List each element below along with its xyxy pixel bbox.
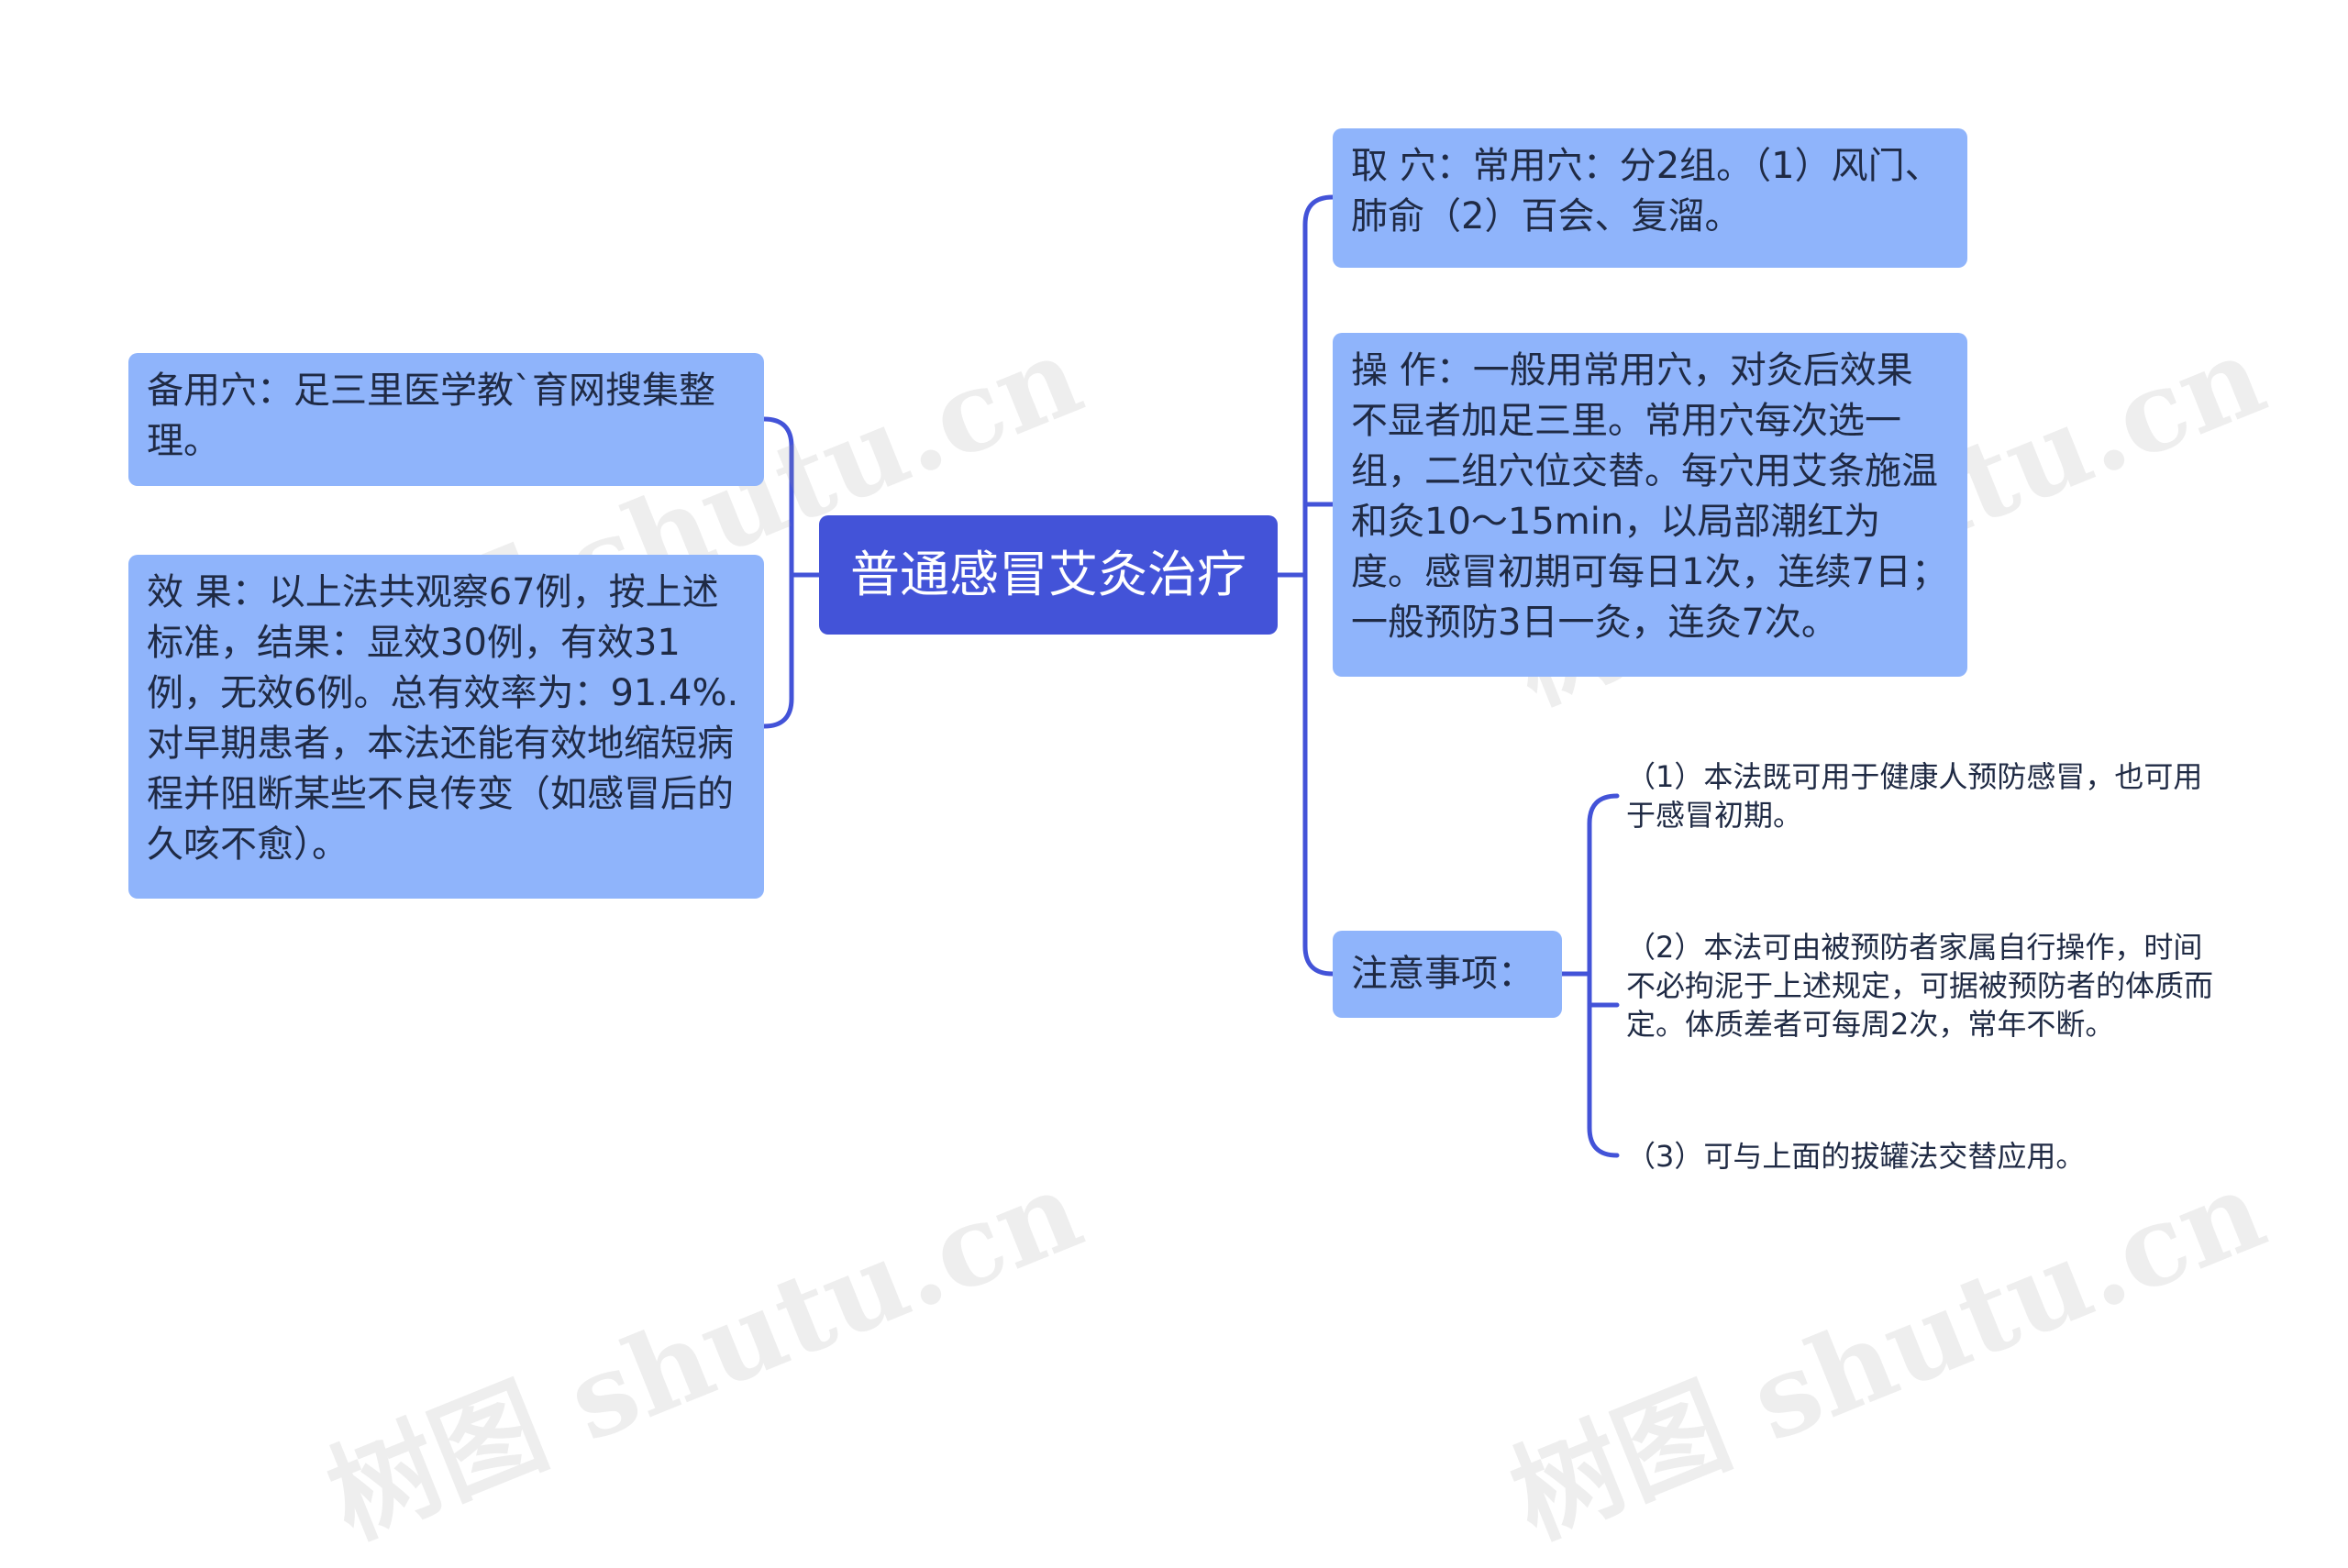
mind-map-canvas: 树图 shutu.cn 树图 shutu.cn 树图 shutu.cn 树图 s…: [128, 128, 2281, 1563]
topic-acupoints[interactable]: 取 穴：常用穴：分2组。（1）风门、肺俞（2）百会、复溜。: [1333, 128, 1967, 268]
topic-operation[interactable]: 操 作：一般用常用穴，对灸后效果不显者加足三里。常用穴每次选一组，二组穴位交替。…: [1333, 333, 1967, 677]
note-item-1[interactable]: （1）本法既可用于健康人预防感冒，也可用于感冒初期。: [1626, 759, 2203, 833]
topic-backup-points[interactable]: 备用穴：足三里医学教`育网搜集整理。: [128, 353, 764, 486]
root-topic[interactable]: 普通感冒艾灸治疗: [819, 515, 1278, 635]
connector-left-spine: [761, 416, 794, 729]
note-item-3[interactable]: （3）可与上面的拔罐法交替应用。: [1626, 1139, 2086, 1174]
topic-precautions[interactable]: 注意事项：: [1333, 931, 1562, 1018]
connector-right-spine: [1302, 194, 1335, 977]
connector-notes-spine: [1587, 793, 1620, 1158]
topic-effect[interactable]: 效 果：以上法共观察67例，按上述标准，结果：显效30例，有效31例，无效6例。…: [128, 555, 764, 899]
connector-lines: [761, 194, 1620, 1158]
note-item-2[interactable]: （2）本法可由被预防者家属自行操作，时间不必拘泥于上述规定，可据被预防者的体质而…: [1626, 930, 2214, 1042]
